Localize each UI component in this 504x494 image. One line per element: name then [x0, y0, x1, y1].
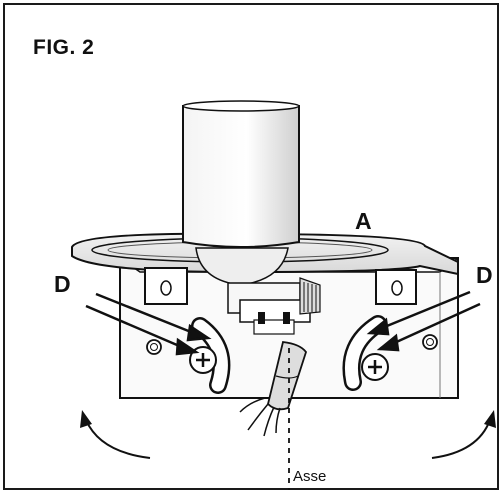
lamp-socket — [195, 247, 321, 335]
label-axis: Asse — [293, 468, 327, 485]
slot-left — [191, 317, 231, 394]
arrow-d-right — [366, 290, 481, 352]
arrow-d-left — [85, 292, 212, 356]
label-d-right: D — [476, 262, 493, 288]
screw-right — [361, 353, 389, 381]
hole-left — [146, 339, 162, 355]
power-cable — [239, 341, 307, 437]
label-a: A — [355, 208, 372, 234]
screw-left — [189, 346, 217, 374]
rotation-arrow-right — [431, 410, 496, 459]
mounting-tab-right — [375, 269, 417, 305]
label-d-left: D — [54, 271, 71, 297]
figure-title: FIG. 2 — [33, 36, 95, 59]
slot-right — [342, 315, 387, 391]
rotation-arrow-left — [80, 410, 151, 459]
mounting-tab-left — [144, 267, 188, 305]
hole-right — [422, 334, 438, 350]
figure-frame — [3, 3, 499, 490]
lamp-cylinder — [182, 100, 300, 248]
